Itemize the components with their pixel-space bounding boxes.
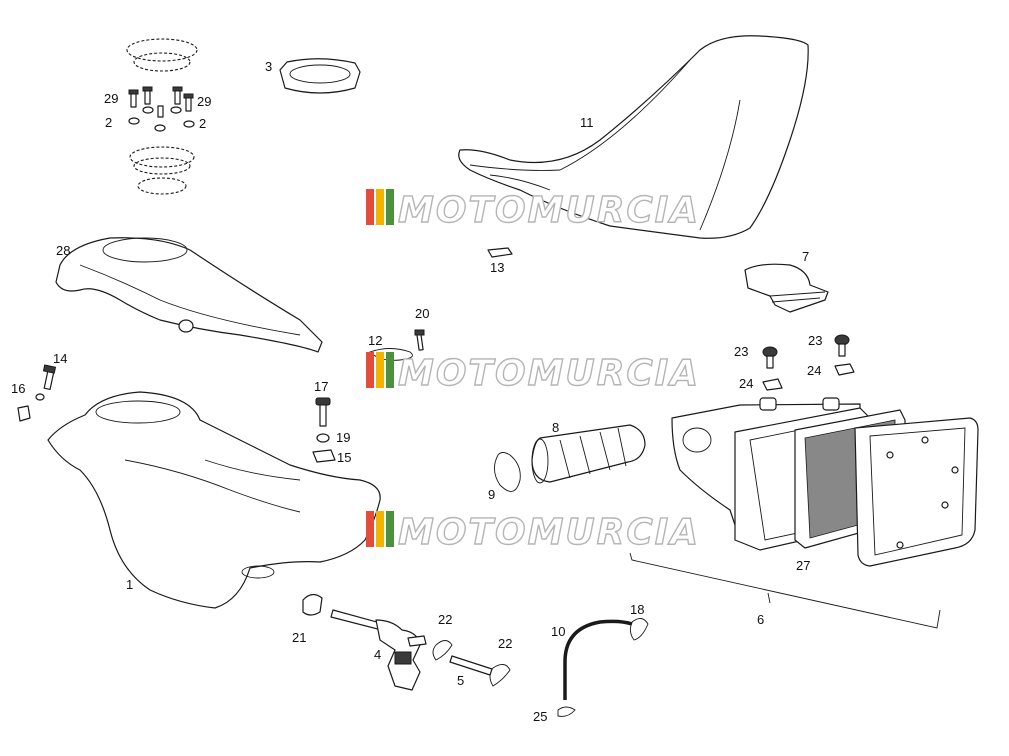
callout-22: 22	[498, 636, 512, 651]
callout-11: 11	[580, 115, 594, 130]
part-17-bolt	[315, 397, 331, 427]
part-screws-29	[128, 86, 194, 112]
callout-3: 3	[265, 59, 272, 74]
callout-23: 23	[808, 333, 822, 348]
part-22-clip-a	[432, 640, 453, 661]
callout-28: 28	[56, 243, 70, 258]
part-ring-stack	[126, 38, 198, 195]
wm-stripe-green	[386, 352, 394, 388]
part-11-seat	[458, 35, 809, 239]
callout-2: 2	[199, 116, 206, 131]
wm-stripe-yellow	[376, 352, 384, 388]
part-19-washer	[316, 433, 330, 443]
callout-13: 13	[490, 260, 504, 275]
callout-9: 9	[488, 487, 495, 502]
part-28-tank-cover	[55, 237, 323, 353]
callout-20: 20	[415, 306, 429, 321]
wm-stripe-red	[366, 511, 374, 547]
watermark-middle: MOTOMURCIA	[366, 352, 700, 395]
part-airbox-lid	[854, 417, 979, 567]
callout-27: 27	[796, 558, 810, 573]
callout-2: 2	[105, 115, 112, 130]
callout-14: 14	[53, 351, 67, 366]
wm-stripe-green	[386, 189, 394, 225]
wm-stripe-yellow	[376, 189, 384, 225]
part-6-bracket-line	[629, 552, 941, 629]
watermark-text: MOTOMURCIA	[398, 353, 700, 394]
callout-5: 5	[457, 673, 464, 688]
watermark-top: MOTOMURCIA	[366, 189, 700, 232]
part-6-leader	[767, 592, 771, 604]
part-7-intake-cover	[744, 263, 829, 313]
callout-29: 29	[104, 91, 118, 106]
callout-labels: 29 29 2 2 3 11 13 28 7 20 12 14 16 23 23…	[11, 59, 822, 724]
callout-10: 10	[551, 624, 565, 639]
callout-22: 22	[438, 612, 452, 627]
callout-25: 25	[533, 709, 547, 724]
wm-stripe-green	[386, 511, 394, 547]
part-1-fuel-tank	[47, 391, 381, 609]
callout-8: 8	[552, 420, 559, 435]
callout-15: 15	[337, 450, 351, 465]
callout-6: 6	[757, 612, 764, 627]
callout-21: 21	[292, 630, 306, 645]
watermark-text: MOTOMURCIA	[398, 512, 700, 553]
part-22-clip-b	[489, 664, 511, 687]
callout-18: 18	[630, 602, 644, 617]
part-18-clip	[629, 618, 649, 641]
part-25-clip	[557, 706, 576, 717]
callout-24: 24	[739, 376, 753, 391]
wm-stripe-yellow	[376, 511, 384, 547]
callout-7: 7	[802, 249, 809, 264]
callout-24: 24	[807, 363, 821, 378]
callout-23: 23	[734, 344, 748, 359]
part-20-screw	[414, 329, 425, 351]
callout-16: 16	[11, 381, 25, 396]
callout-1: 1	[126, 577, 133, 592]
part-15-nut	[312, 449, 336, 463]
part-23-bolt-b	[834, 334, 850, 357]
callout-29: 29	[197, 94, 211, 109]
callout-19: 19	[336, 430, 350, 445]
part-14-bolt	[35, 364, 57, 401]
part-13-clip	[487, 247, 513, 258]
watermark-text: MOTOMURCIA	[398, 190, 700, 231]
part-24-clip-b	[834, 363, 855, 376]
callout-17: 17	[314, 379, 328, 394]
part-4-fuel-tap	[330, 609, 427, 691]
part-9-clamp	[494, 452, 521, 492]
watermark-bottom: MOTOMURCIA	[366, 511, 700, 554]
part-21-clip	[302, 593, 323, 616]
part-washers-2	[128, 105, 195, 132]
part-23-bolt-a	[762, 346, 778, 369]
part-8-intake-hose	[531, 424, 646, 484]
part-10-breather-hose	[563, 619, 633, 700]
wm-stripe-red	[366, 352, 374, 388]
part-24-clip-a	[762, 378, 783, 391]
part-16-nut	[17, 405, 31, 422]
callout-4: 4	[374, 647, 381, 662]
callout-12: 12	[368, 333, 382, 348]
wm-stripe-red	[366, 189, 374, 225]
part-3-cap-ring	[279, 58, 361, 94]
part-5-hose	[449, 655, 493, 676]
